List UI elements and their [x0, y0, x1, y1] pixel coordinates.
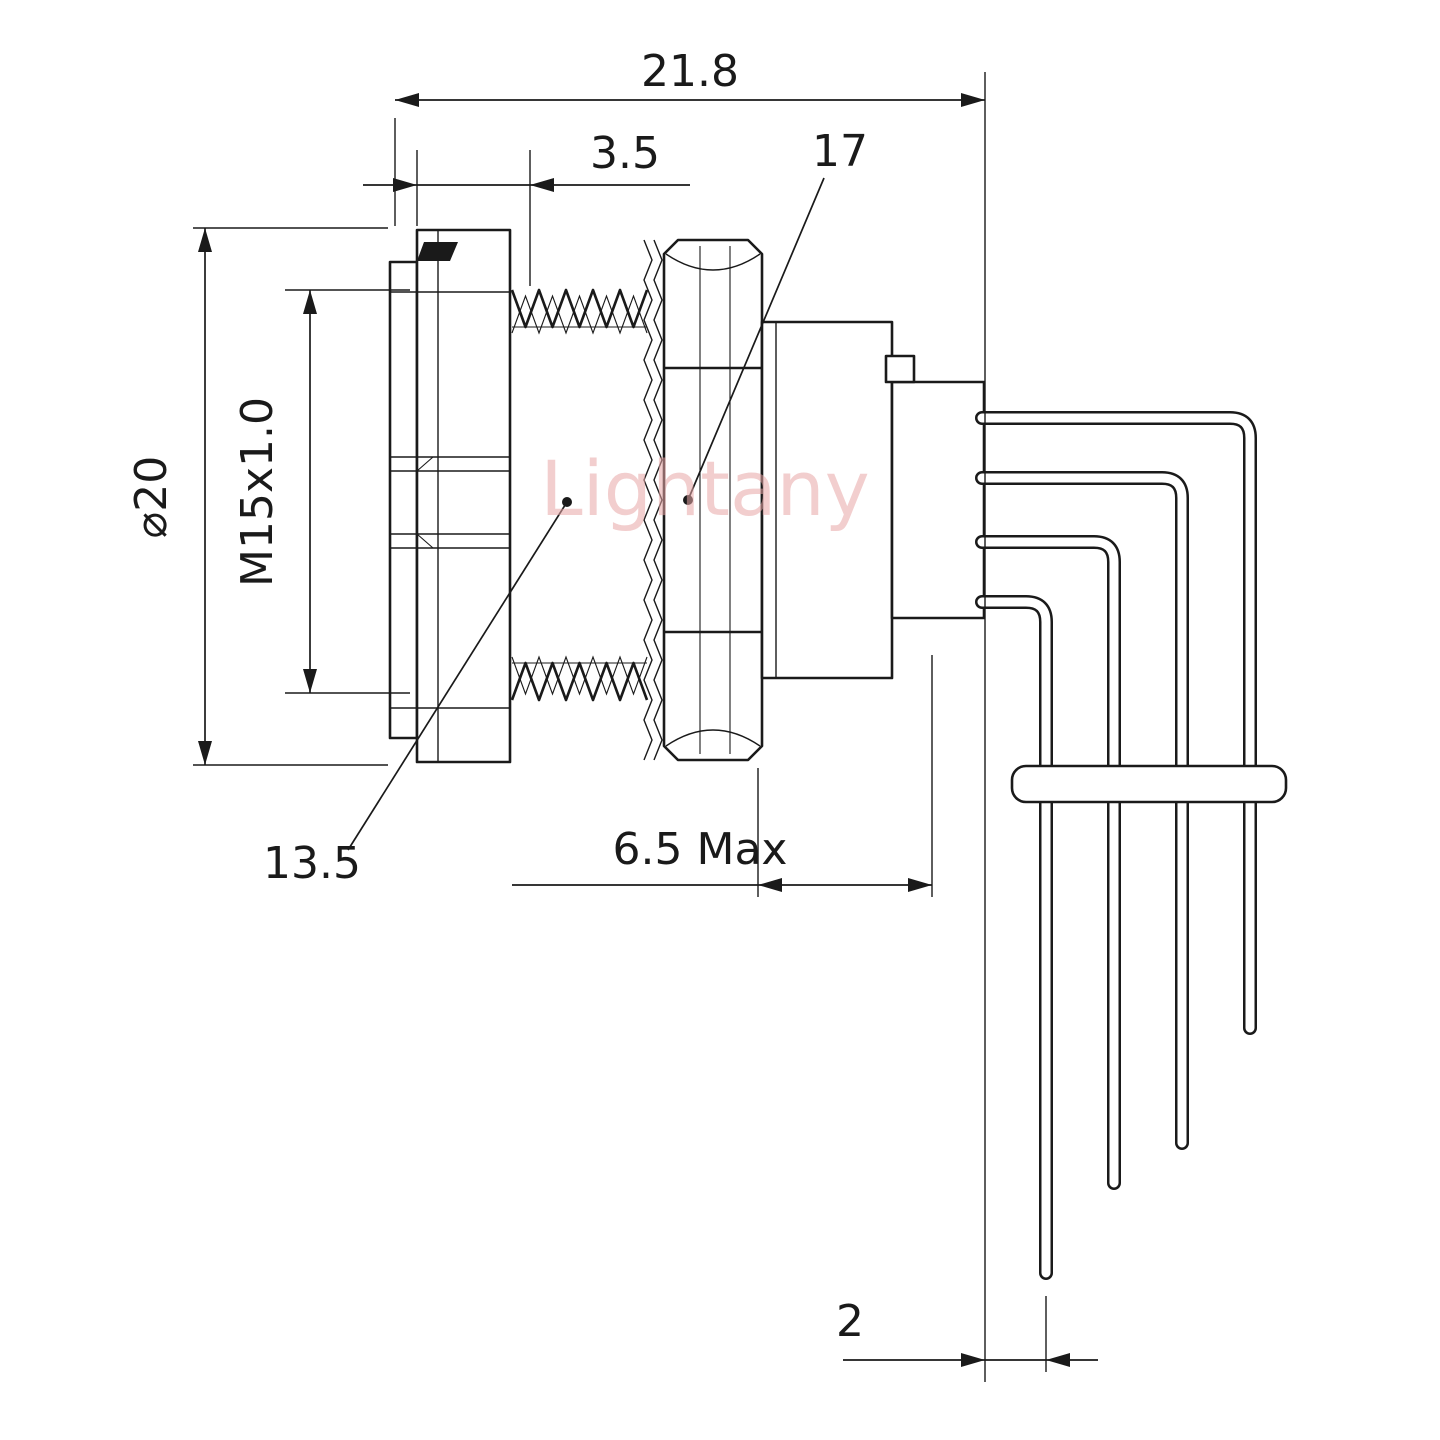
dim-label-hex-flats: 17 [812, 126, 868, 177]
lock-washer [643, 239, 663, 761]
rear-body [760, 320, 986, 680]
hex-nut [662, 238, 764, 762]
front-flange [388, 228, 512, 764]
dim-label-flange-diameter: ⌀20 [126, 456, 177, 538]
dim-label-mount-depth: 6.5 Max [613, 824, 788, 875]
thread-barrel [510, 288, 649, 702]
pcb-pins [975, 411, 1288, 1280]
pin-4 [975, 595, 1053, 1280]
dim-label-front-section: 3.5 [590, 128, 660, 179]
connector-side-view [388, 228, 1288, 1280]
dim-label-overall-length: 21.8 [641, 46, 739, 97]
pin-spacer-bar [1010, 764, 1288, 804]
watermark: Lightany [540, 444, 869, 533]
dim-label-body-diameter: 13.5 [263, 838, 361, 889]
keying-tab [884, 354, 916, 384]
dim-mount-depth: 6.5 Max [512, 655, 933, 897]
keying-mark [417, 242, 458, 261]
dim-label-thread-spec: M15x1.0 [232, 397, 283, 587]
pin-2 [975, 471, 1189, 1150]
label-hex-flats: 17 [683, 126, 868, 505]
dim-pin-offset: 2 [836, 1296, 1098, 1372]
dim-flange-diameter: ⌀20 [126, 227, 388, 766]
label-body-diameter: 13.5 [263, 497, 572, 889]
dim-label-pin-offset: 2 [836, 1296, 864, 1347]
dim-overall-length: 21.8 [394, 46, 986, 1382]
dim-front-section: 3.5 [363, 128, 690, 286]
pin-insulator [890, 380, 986, 620]
dim-thread-spec: M15x1.0 [232, 289, 410, 694]
